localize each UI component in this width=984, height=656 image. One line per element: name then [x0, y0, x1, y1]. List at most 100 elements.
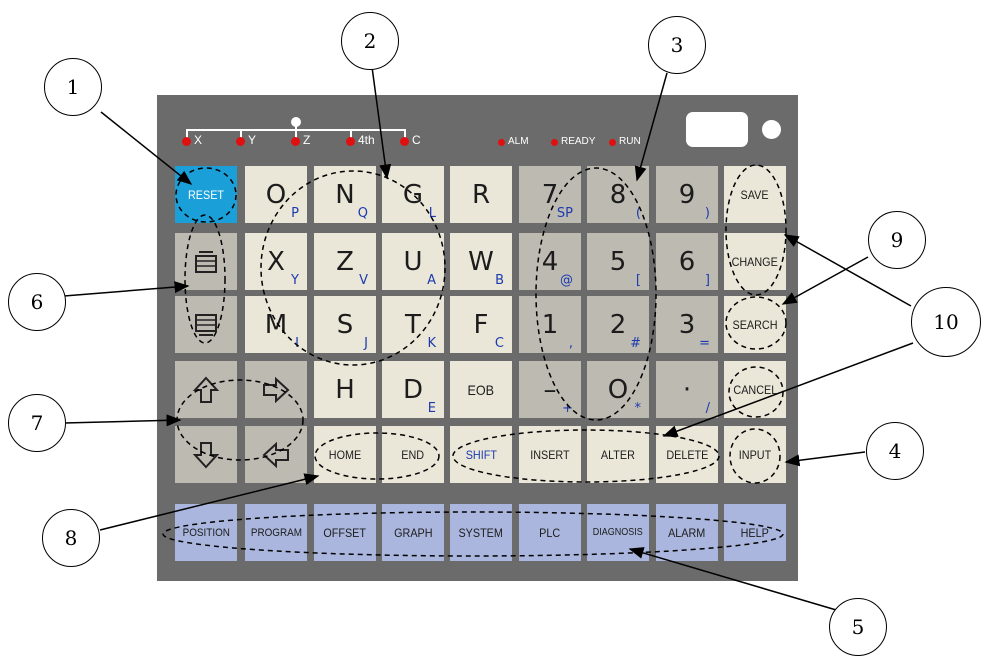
- key-9[interactable]: 9): [656, 166, 718, 223]
- insert-key[interactable]: INSERT: [519, 426, 581, 483]
- callout-number: 6: [30, 290, 44, 314]
- alter-key-label: ALTER: [600, 447, 636, 462]
- end-key[interactable]: END: [382, 426, 444, 483]
- group-outline-7: [176, 379, 304, 461]
- key-0[interactable]: O*: [587, 361, 649, 418]
- axis-led-y: [236, 137, 245, 146]
- key-sub-label: ,: [568, 336, 573, 351]
- leader-4: [784, 451, 866, 467]
- key-minus[interactable]: –+: [519, 361, 581, 418]
- callout-4: 4: [866, 422, 924, 480]
- group-outline-cancel: [728, 366, 784, 418]
- callout-2: 2: [341, 12, 399, 70]
- callout-6: 6: [8, 273, 66, 331]
- cursor-up-key[interactable]: [175, 361, 237, 418]
- key-dot[interactable]: ·/: [656, 361, 718, 418]
- key-main-label: S: [336, 309, 354, 340]
- alm-led: [498, 139, 505, 146]
- group-outline-4: [729, 428, 781, 484]
- alm-label: ALM: [508, 136, 529, 147]
- key-1[interactable]: 1,: [519, 296, 581, 353]
- arrow-left-icon: [262, 441, 289, 468]
- key-6[interactable]: 6]: [656, 233, 718, 290]
- key-3[interactable]: 3=: [656, 296, 718, 353]
- home-key[interactable]: HOME: [314, 426, 376, 483]
- key-sub-label: =: [699, 336, 710, 351]
- key-h[interactable]: H: [314, 361, 376, 418]
- reset-key-label: RESET: [187, 187, 224, 202]
- key-sub-label: P: [291, 206, 299, 221]
- key-main-label: H: [335, 374, 355, 405]
- eob-key[interactable]: EOB: [450, 361, 512, 418]
- leader-1: [100, 111, 193, 185]
- delete-key-label: DELETE: [665, 447, 709, 462]
- callout-5: 5: [829, 598, 887, 656]
- search-key[interactable]: SEARCH: [724, 296, 786, 353]
- function-key-label: SYSTEM: [458, 525, 504, 540]
- axis-label-4th: 4th: [358, 133, 375, 147]
- key-sub-label: [: [635, 273, 641, 288]
- key-main-label: 3: [678, 309, 696, 340]
- key-main-label: W: [468, 246, 494, 277]
- group-outline-2: [260, 170, 446, 366]
- group-outline-6: [184, 214, 226, 344]
- key-4[interactable]: 4@: [519, 233, 581, 290]
- key-sub-label: V: [359, 273, 368, 288]
- function-key-help[interactable]: HELP: [724, 504, 786, 561]
- function-key-position[interactable]: POSITION: [175, 504, 237, 561]
- key-main-label: D: [402, 374, 424, 405]
- cursor-right-key[interactable]: [245, 361, 307, 418]
- cursor-left-key[interactable]: [245, 426, 307, 483]
- page-down-key[interactable]: [175, 296, 237, 353]
- input-key-label: INPUT: [738, 447, 772, 462]
- cursor-down-key[interactable]: [175, 426, 237, 483]
- alter-key[interactable]: ALTER: [587, 426, 649, 483]
- key-5[interactable]: 5[: [587, 233, 649, 290]
- indicator-lamp: [762, 120, 781, 139]
- callout-number: 3: [670, 33, 684, 57]
- ready-label: READY: [561, 136, 596, 147]
- leader-5: [628, 547, 844, 613]
- input-key[interactable]: INPUT: [724, 426, 786, 483]
- leader-10a: [783, 234, 912, 307]
- axis-label-c: C: [412, 133, 421, 147]
- callout-10: 10: [911, 287, 981, 357]
- home-key-label: HOME: [328, 447, 362, 462]
- key-2[interactable]: 2#: [587, 296, 649, 353]
- group-outline-3: [535, 167, 657, 421]
- key-main-label: O: [265, 179, 287, 210]
- key-main-label: U: [403, 246, 423, 277]
- save-key[interactable]: SAVE: [724, 166, 786, 223]
- callout-number: 1: [66, 75, 80, 99]
- ready-led: [551, 139, 558, 146]
- function-key-plc[interactable]: PLC: [519, 504, 581, 561]
- key-sub-label: B: [495, 273, 504, 288]
- callout-number: 5: [851, 615, 865, 639]
- key-main-label: R: [471, 179, 491, 210]
- key-main-label: 2: [609, 309, 627, 340]
- axis-tree-lines: [186, 117, 406, 141]
- callout-number: 8: [64, 526, 78, 550]
- change-key[interactable]: CHANGE: [724, 233, 786, 290]
- cancel-key-label: CANCEL: [733, 382, 777, 397]
- group-outline-8: [314, 432, 440, 480]
- key-main-label: M: [264, 309, 288, 340]
- arrow-right-icon: [263, 376, 290, 403]
- key-sub-label: ): [704, 206, 710, 221]
- key-r[interactable]: R: [450, 166, 512, 223]
- function-key-system[interactable]: SYSTEM: [450, 504, 512, 561]
- callout-8: 8: [42, 509, 100, 567]
